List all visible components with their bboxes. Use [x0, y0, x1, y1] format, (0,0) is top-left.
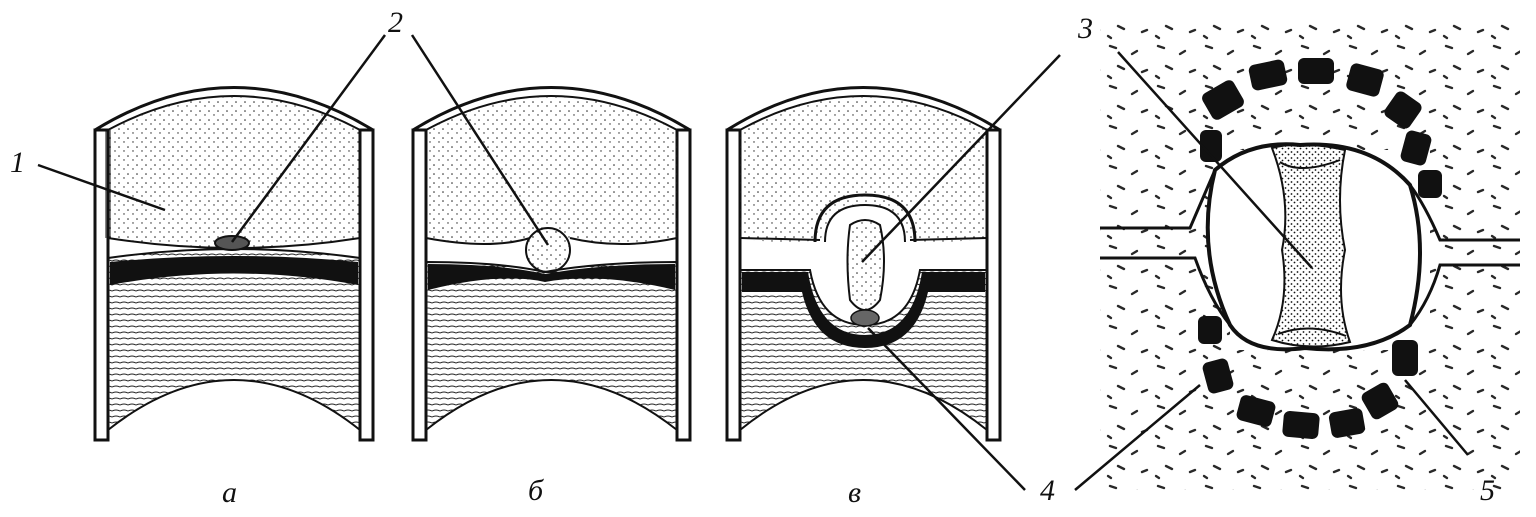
panel-v-vertebra: [727, 88, 1000, 441]
cross-section: [1100, 20, 1520, 490]
label-4: 4: [1040, 476, 1055, 506]
panel-v-nucleus: [848, 220, 885, 310]
panel-a-nucleus: [215, 236, 249, 250]
label-3: 3: [1078, 14, 1093, 44]
panel-b-nucleus: [526, 228, 570, 272]
caption-b: б: [528, 476, 543, 506]
panel-b-vertebra: [413, 88, 690, 441]
label-5: 5: [1480, 476, 1495, 506]
label-1: 1: [10, 148, 25, 178]
caption-v: в: [848, 478, 861, 508]
caption-a: а: [222, 478, 237, 508]
panel-a-vertebra: [95, 88, 373, 441]
label-2: 2: [388, 8, 403, 38]
